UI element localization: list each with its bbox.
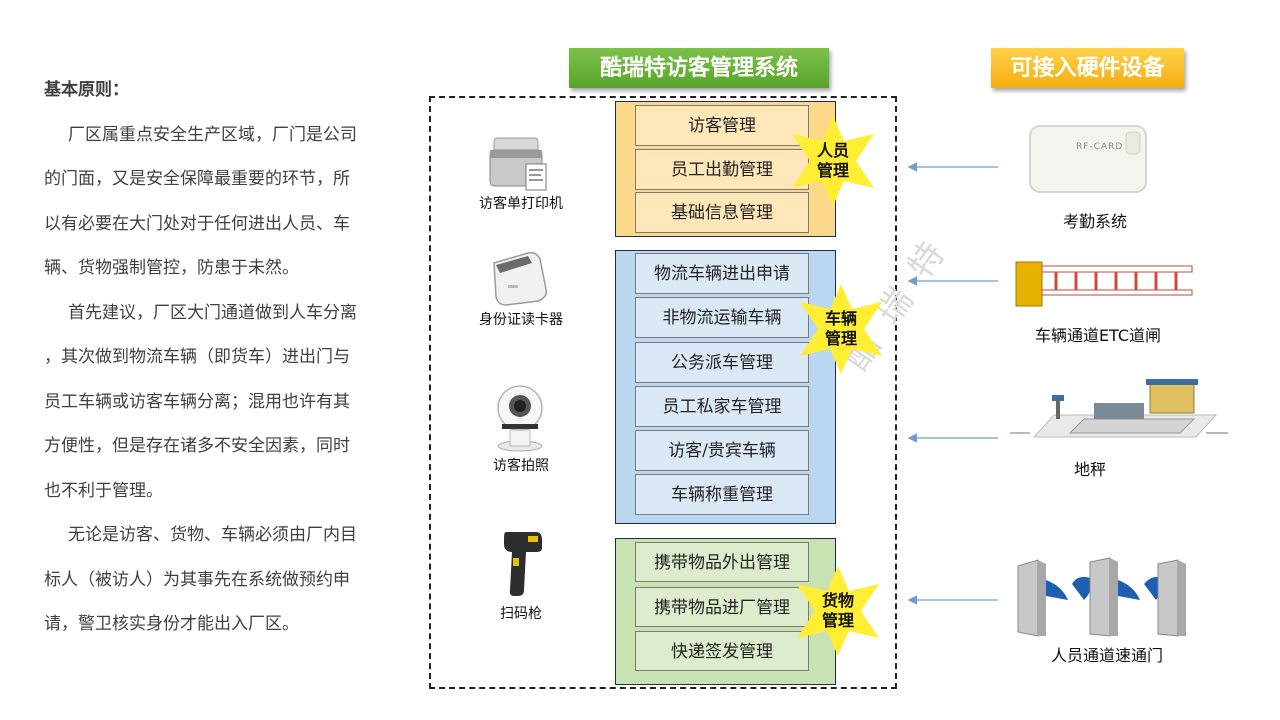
module-basic-info-management[interactable]: 基础信息管理 <box>635 192 809 233</box>
system-title: 酷瑞特访客管理系统 <box>569 48 829 88</box>
module-vehicle-weighing[interactable]: 车辆称重管理 <box>635 474 809 515</box>
module-visitor-management[interactable]: 访客管理 <box>635 105 809 146</box>
principles-line: 请，警卫核实身份才能出入厂区。 <box>44 614 299 634</box>
id-card-reader-label: 身份证读卡器 <box>479 312 563 328</box>
principles-line: 也不利于管理。 <box>44 480 163 501</box>
principles-line: 辆、货物强制管控，防患于未然。 <box>44 258 299 278</box>
principles-line: 无论是访客、货物、车辆必须由厂内目 <box>68 525 357 545</box>
star-icon <box>800 284 882 374</box>
principles-line: 首先建议，厂区大门通道做到人车分离 <box>68 302 357 323</box>
star-icon <box>792 116 874 206</box>
rf-card-icon: RF-CARD <box>1026 122 1150 200</box>
connection-arrows <box>907 162 998 605</box>
module-non-logistics-vehicle[interactable]: 非物流运输车辆 <box>635 297 809 338</box>
module-attendance-management[interactable]: 员工出勤管理 <box>635 149 809 190</box>
module-goods-in[interactable]: 携带物品进厂管理 <box>635 587 809 627</box>
speed-gate-icon <box>1012 556 1188 644</box>
module-private-vehicle[interactable]: 员工私家车管理 <box>635 386 809 427</box>
principles-line: ，其次做到物流车辆（即货车）进出门与 <box>44 347 350 367</box>
module-goods-out[interactable]: 携带物品外出管理 <box>635 542 809 582</box>
camera-label: 访客拍照 <box>493 458 549 474</box>
vehicle-star-label: 车辆 管理 <box>824 309 857 348</box>
printer-icon <box>486 134 552 196</box>
module-express-management[interactable]: 快递签发管理 <box>635 631 809 671</box>
module-visitor-vehicle[interactable]: 访客/贵宾车辆 <box>635 430 809 471</box>
system-boundary <box>429 96 897 689</box>
principles-line: 标人（被访人）为其事先在系统做预约申 <box>44 569 350 590</box>
vehicle-star-badge: 车辆 管理 <box>794 282 888 376</box>
principles-line: 员工车辆或访客车辆分离；混用也许有其 <box>44 391 350 412</box>
barcode-scanner-icon <box>500 528 546 602</box>
module-official-vehicle[interactable]: 公务派车管理 <box>635 342 809 383</box>
scale-label: 地秤 <box>1073 460 1106 479</box>
hardware-title: 可接入硬件设备 <box>991 48 1184 88</box>
etc-gate-label: 车辆通道ETC道闸 <box>1034 326 1162 345</box>
scanner-label: 扫码枪 <box>500 606 542 622</box>
principles-text: 基本原则： 厂区属重点安全生产区域，厂门是公司 的门面，又是安全保障最重要的环节… <box>44 68 389 647</box>
person-star-label: 人员 管理 <box>816 141 849 180</box>
printer-label: 访客单打印机 <box>479 196 563 212</box>
principles-heading: 基本原则： <box>44 80 129 100</box>
camera-icon <box>494 382 546 456</box>
principles-line: 以有必要在大门处对于任何进出人员、车 <box>44 213 350 234</box>
principles-line: 方便性，但是存在诸多不安全因素，同时 <box>44 436 350 456</box>
principles-line: 的门面，又是安全保障最重要的环节，所 <box>44 169 350 189</box>
id-card-reader-icon <box>488 249 550 311</box>
goods-star-badge: 货物 管理 <box>791 564 885 658</box>
rf-card-text: RF-CARD <box>1076 142 1124 152</box>
speed-gate-label: 人员通道速通门 <box>1050 646 1163 665</box>
star-icon <box>797 566 879 656</box>
truck-scale-icon <box>1010 375 1230 451</box>
person-star-badge: 人员 管理 <box>786 114 880 208</box>
goods-star-label: 货物 管理 <box>821 591 854 630</box>
principles-line: 厂区属重点安全生产区域，厂门是公司 <box>68 124 357 145</box>
module-logistics-vehicle[interactable]: 物流车辆进出申请 <box>635 253 809 294</box>
barrier-gate-icon <box>1014 258 1194 312</box>
attendance-label: 考勤系统 <box>1062 212 1127 231</box>
